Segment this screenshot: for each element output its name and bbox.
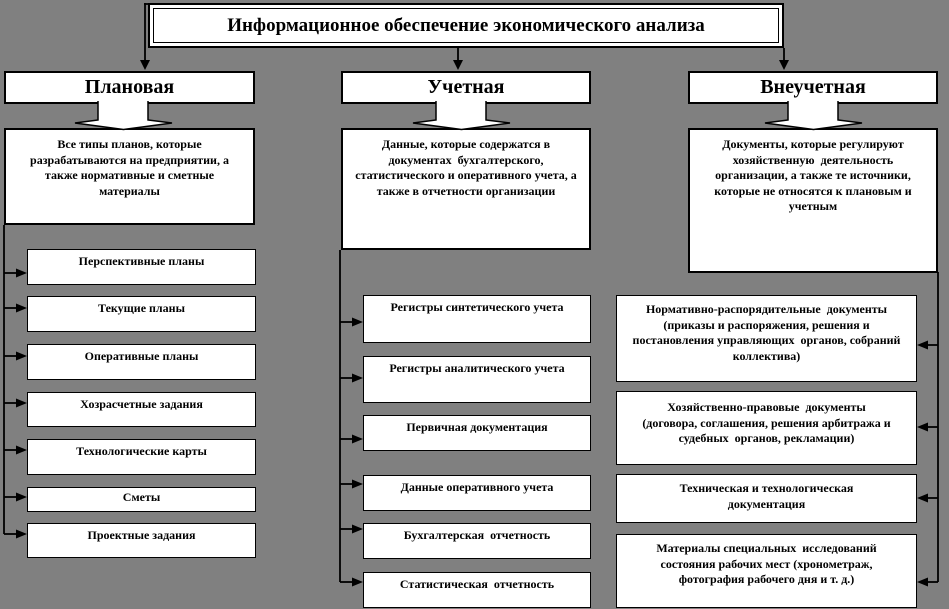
column-header-planned: Плановая	[4, 71, 255, 104]
accounting-item-6: Статистическая отчетность	[363, 572, 591, 608]
planned-item-7: Проектные задания	[27, 523, 256, 558]
accounting-item-4: Данные оперативного учета	[363, 475, 591, 511]
block-down-arrows	[74, 101, 863, 131]
non-accounting-item-1: Нормативно-распорядительные документы (п…	[616, 295, 917, 382]
non-accounting-item-2: Хозяйственно-правовые документы (договор…	[616, 391, 917, 465]
planned-description: Все типы планов, которые разрабатываются…	[4, 128, 255, 225]
planned-item-6: Сметы	[27, 487, 256, 512]
accounting-item-1: Регистры синтетического учета	[363, 295, 591, 343]
column-header-accounting: Учетная	[341, 71, 591, 104]
title-box: Информационное обеспечение экономическог…	[148, 3, 784, 48]
planned-item-2: Текущие планы	[27, 296, 256, 332]
accounting-description: Данные, которые содержатся в документах …	[341, 128, 591, 250]
non-accounting-description: Документы, которые регулируют хозяйствен…	[688, 128, 938, 273]
accounting-item-3: Первичная документация	[363, 415, 591, 451]
non-accounting-item-3: Техническая и технологическая документац…	[616, 474, 917, 523]
non-accounting-item-4: Материалы специальных исследований состо…	[616, 534, 917, 608]
planned-item-3: Оперативные планы	[27, 344, 256, 380]
diagram-title: Информационное обеспечение экономическог…	[153, 8, 779, 43]
accounting-item-2: Регистры аналитического учета	[363, 356, 591, 403]
accounting-item-5: Бухгалтерская отчетность	[363, 523, 591, 559]
planned-item-4: Хозрасчетные задания	[27, 392, 256, 427]
column-header-non-accounting: Внеучетная	[688, 71, 938, 104]
planned-item-1: Перспективные планы	[27, 249, 256, 285]
planned-item-5: Технологические карты	[27, 439, 256, 475]
